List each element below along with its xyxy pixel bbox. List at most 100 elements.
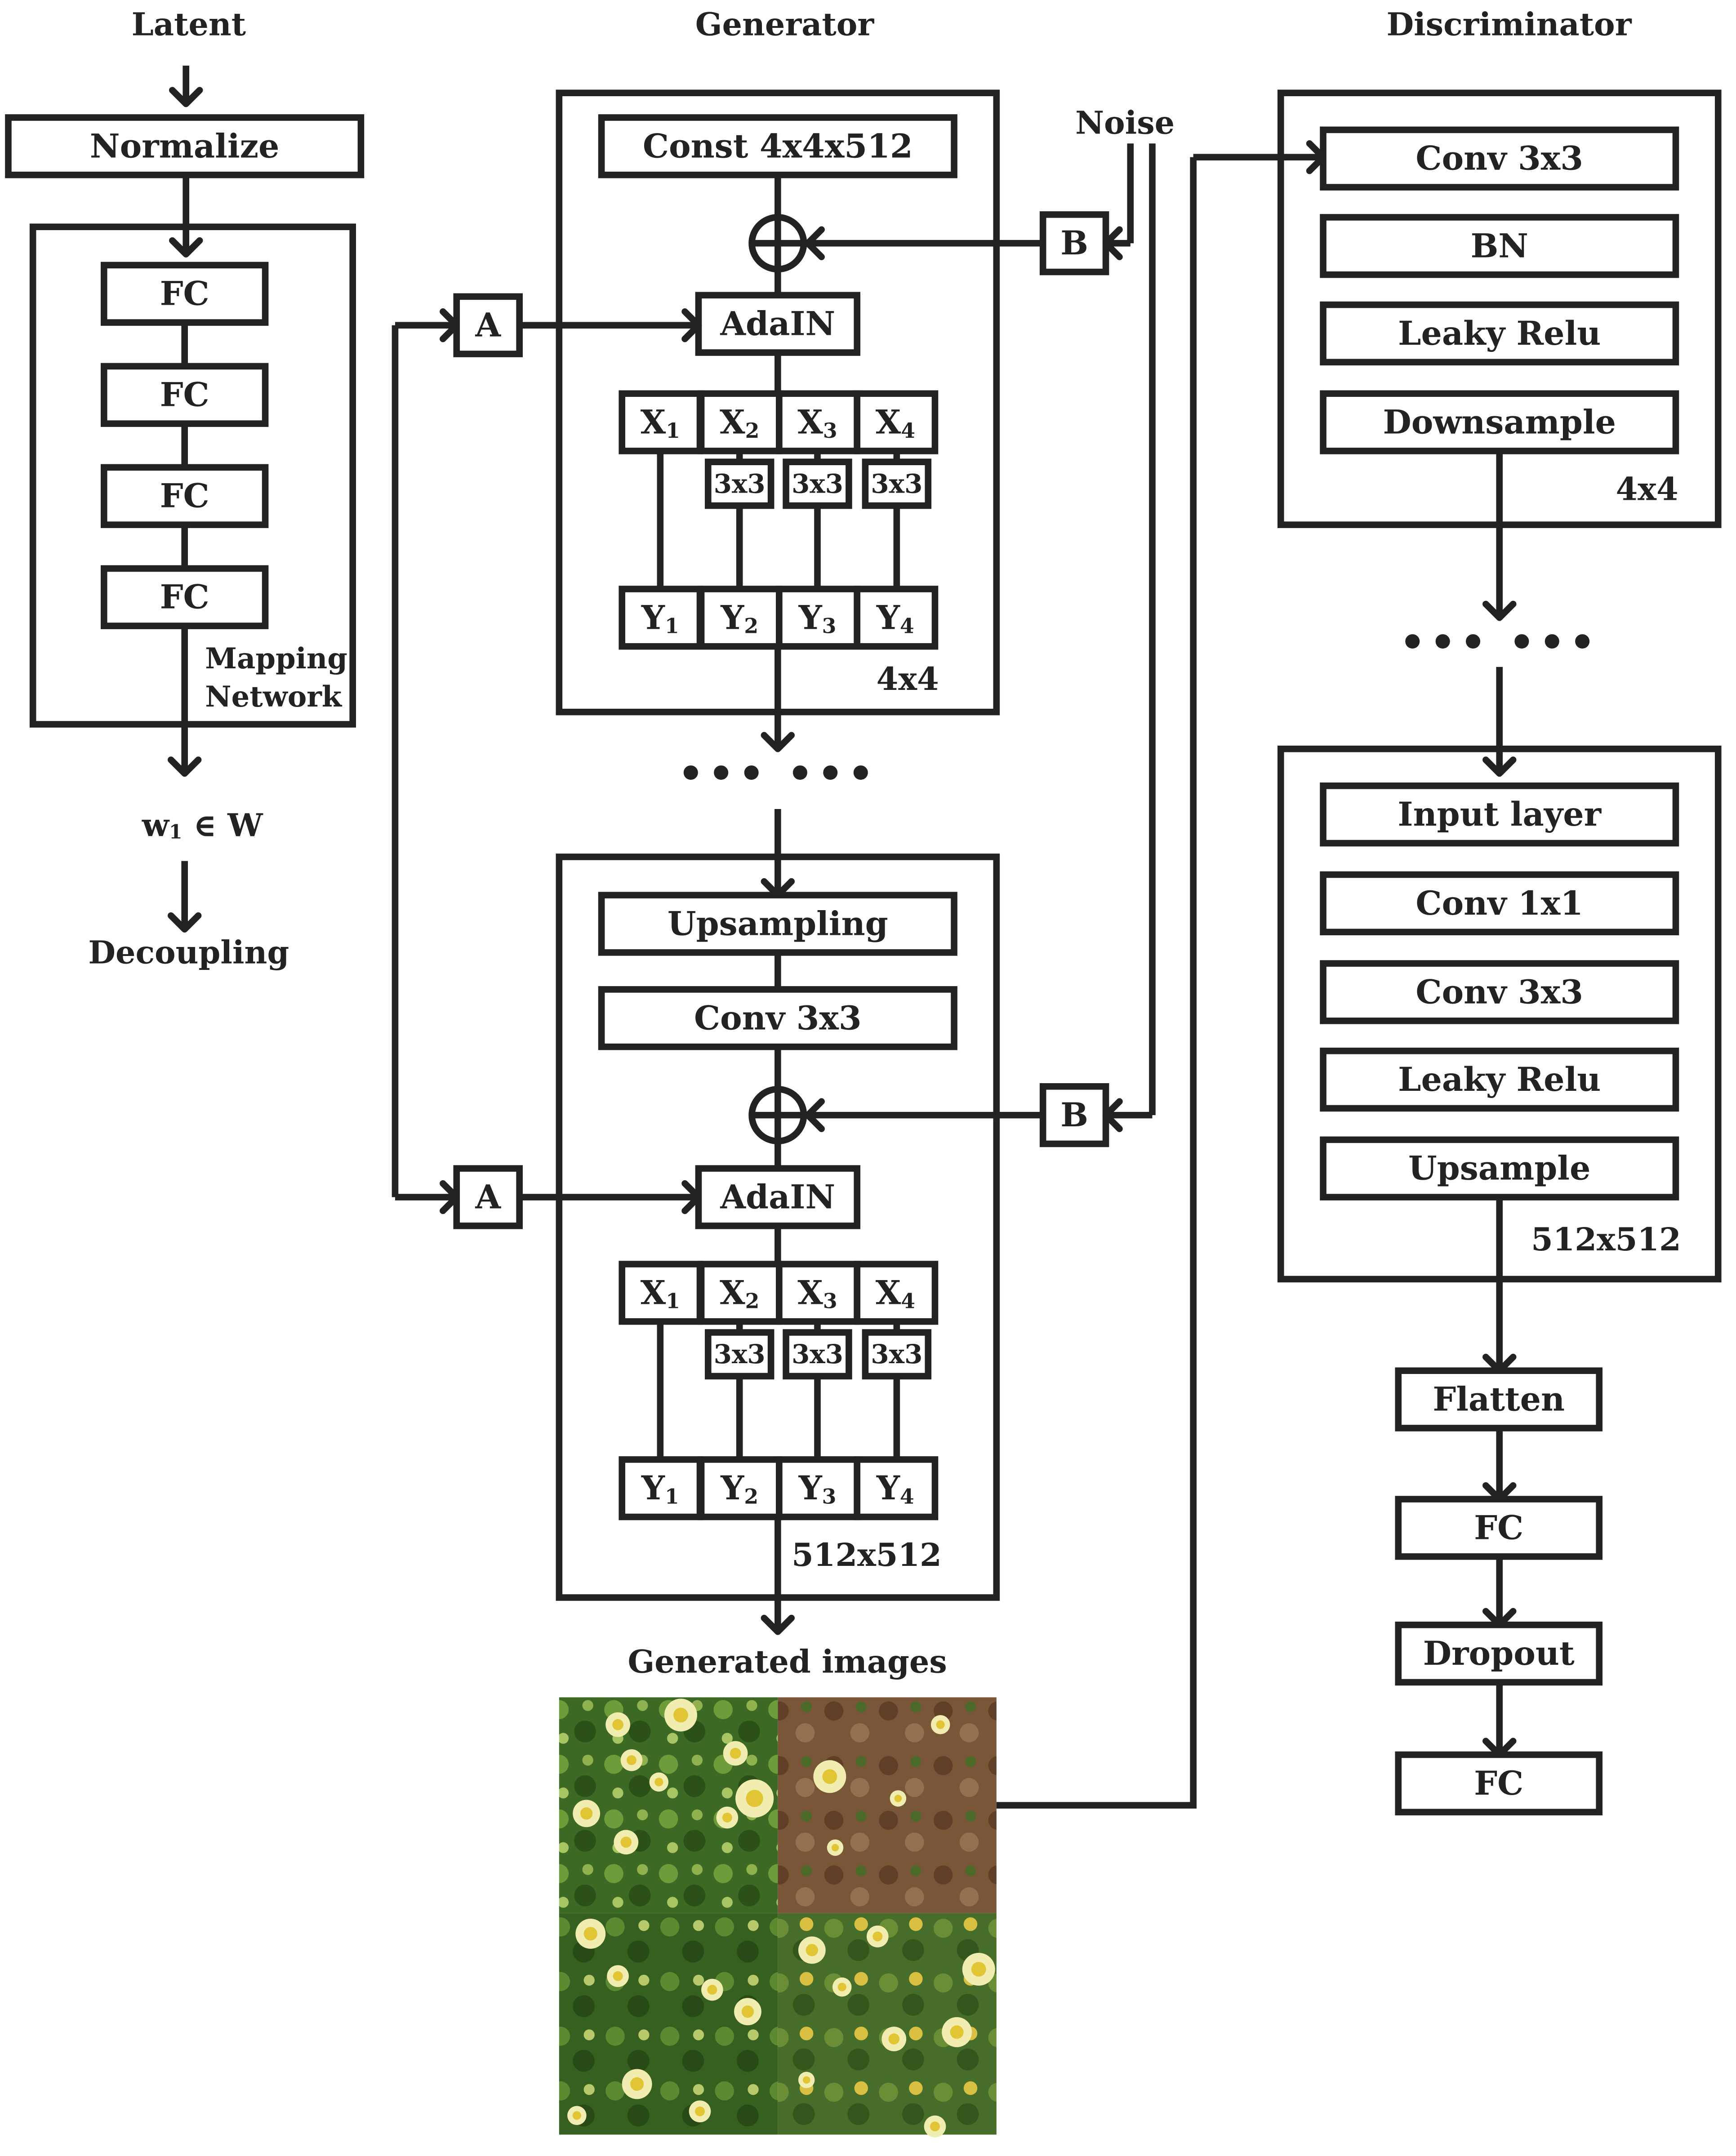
x-cell-label-2-block1-subscript: 2 [745, 418, 760, 443]
discriminator-bottom-layer-3 [1320, 960, 1679, 1024]
flower-center [888, 2033, 900, 2045]
y-cell-label-4-block2-letter: Y [876, 1469, 900, 1507]
discriminator-bottom-layer-2-label: Conv 1x1 [1416, 884, 1583, 923]
y-cell-4-block2 [854, 1456, 939, 1520]
x-cell-label-4-block1-letter: X [876, 403, 901, 442]
flower-center [613, 1971, 623, 1981]
generated-images-label: Generated images [628, 1643, 947, 1680]
y-cell-label-2-block1: Y2 [720, 598, 758, 638]
y-cell-label-4-block2: Y4 [876, 1469, 914, 1508]
mapping-fc-box-1-label: FC [160, 275, 209, 313]
adain-box-2 [695, 1165, 860, 1229]
flower-center [730, 1747, 741, 1759]
flower-center [872, 1931, 883, 1942]
x-cell-label-3-block2: X3 [797, 1273, 837, 1313]
y-cell-label-1-block2: Y1 [641, 1469, 679, 1508]
generated-image-3 [559, 1913, 778, 2135]
y-cell-label-2-block2-letter: Y [720, 1469, 744, 1507]
adain-box-1 [695, 292, 860, 356]
flower-center [630, 2077, 644, 2091]
arrowhead [440, 1180, 460, 1214]
x-cell-label-3-block2-subscript: 3 [823, 1289, 837, 1313]
conv3x3-small-box-4-block2 [862, 1329, 932, 1380]
discriminator-top-layer-2 [1320, 214, 1679, 278]
adain-box-2-label: AdaIN [720, 1178, 835, 1217]
flower-center [583, 1927, 597, 1941]
y-cell-label-1-block1: Y1 [641, 598, 679, 638]
arrowhead [804, 1098, 825, 1132]
x-cell-label-1-block2-letter: X [641, 1273, 666, 1312]
y-cell-label-4-block1: Y4 [876, 598, 914, 638]
flower-center [695, 2106, 705, 2116]
discriminator-ellipsis: ••• ••• [1399, 618, 1599, 667]
y-cell-label-4-block2-subscript: 4 [900, 1484, 914, 1508]
discriminator-bottom-layer-5-label: Upsample [1408, 1149, 1590, 1188]
flower-center [612, 1719, 623, 1730]
mapping-fc-box-4-label: FC [160, 578, 209, 617]
y-cell-label-2-block1-subscript: 2 [744, 614, 758, 638]
discriminator-top-layer-1 [1320, 126, 1679, 191]
x-cell-3-block2 [776, 1261, 860, 1325]
x-cell-4-block2 [854, 1261, 939, 1325]
discriminator-bottom-layer-3-label: Conv 3x3 [1416, 973, 1583, 1011]
x-cell-label-4-block2-letter: X [876, 1273, 901, 1312]
generator-conv3x3-box-label: Conv 3x3 [694, 999, 862, 1037]
conv3x3-small-label-2-block1: 3x3 [714, 468, 766, 499]
conv3x3-small-label-2-block2: 3x3 [714, 1339, 766, 1369]
mapping-network-caption-line2: Network [205, 680, 343, 714]
flower-center [580, 1807, 593, 1820]
connector-line [996, 157, 1197, 1809]
flower-center [741, 2005, 754, 2018]
arrowhead [761, 1614, 795, 1635]
conv3x3-small-label-3-block2: 3x3 [792, 1339, 843, 1369]
flower-center [620, 1836, 632, 1848]
discriminator-top-layer-3-label: Leaky Relu [1398, 314, 1601, 353]
x-cell-label-2-block1: X2 [720, 403, 759, 443]
arrowhead [169, 237, 203, 258]
discriminator-block2-resolution: 512x512 [1531, 1221, 1681, 1258]
arrowhead [804, 226, 825, 260]
y-cell-label-3-block1-subscript: 3 [822, 614, 837, 638]
y-cell-label-4-block1-subscript: 4 [900, 614, 914, 638]
adain-box-1-label: AdaIN [720, 305, 835, 343]
mapping-fc-box-3-label: FC [160, 477, 209, 516]
x-cell-label-4-block2: X4 [876, 1273, 915, 1313]
discriminator-block1-resolution: 4x4 [1616, 471, 1678, 508]
const-input-box [598, 114, 957, 178]
flower-center [894, 1795, 902, 1802]
discriminator-head-layer-1-label: Flatten [1433, 1380, 1565, 1419]
conv3x3-small-label-4-block2: 3x3 [871, 1339, 922, 1369]
x-cell-label-3-block1: X3 [797, 403, 837, 443]
arrowhead [761, 732, 795, 752]
arrowhead [167, 912, 202, 933]
column-title-latent: Latent [132, 6, 246, 43]
x-cell-label-3-block1-letter: X [797, 403, 823, 442]
discriminator-bottom-layer-1-label: Input layer [1398, 795, 1602, 834]
x-cell-label-1-block1-subscript: 1 [666, 418, 680, 443]
style-affine-a-box-2-label: A [475, 1178, 501, 1217]
discriminator-bottom-layer-1 [1320, 782, 1679, 847]
discriminator-head-layer-3-label: Dropout [1423, 1634, 1575, 1673]
flower-center [722, 1813, 732, 1823]
mapping-fc-box-2-label: FC [160, 376, 209, 414]
y-cell-label-3-block2-subscript: 3 [822, 1484, 837, 1508]
y-cell-label-2-block1-letter: Y [720, 598, 744, 637]
discriminator-bottom-layer-2 [1320, 871, 1679, 935]
discriminator-head-layer-2-label: FC [1474, 1508, 1523, 1547]
flower-center [822, 1769, 837, 1784]
generator-ellipsis: ••• ••• [678, 749, 878, 798]
discriminator-head-layer-3 [1395, 1621, 1603, 1686]
upsampling-box-label: Upsampling [668, 904, 888, 943]
discriminator-bottom-layer-4 [1320, 1047, 1679, 1112]
flower-center [802, 2076, 810, 2084]
latent-w-label: w1 ∈ W [142, 807, 263, 844]
flower-center [930, 2121, 940, 2132]
discriminator-top-layer-2-label: BN [1471, 227, 1528, 265]
const-input-box-label: Const 4x4x512 [643, 127, 913, 165]
flower-center [654, 1778, 663, 1787]
conv3x3-small-label-4-block1: 3x3 [871, 468, 922, 499]
discriminator-bottom-layer-4-label: Leaky Relu [1398, 1060, 1601, 1099]
column-title-discriminator: Discriminator [1387, 6, 1632, 43]
discriminator-head-layer-4-label: FC [1474, 1764, 1523, 1803]
